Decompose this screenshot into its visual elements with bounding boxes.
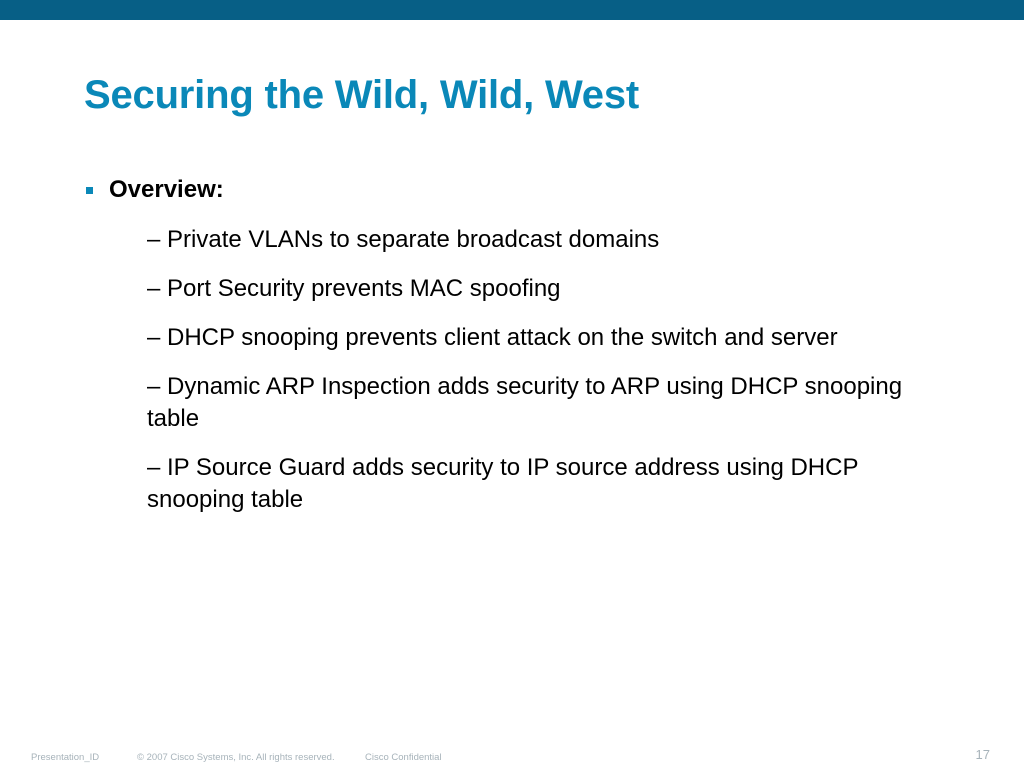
slide-title: Securing the Wild, Wild, West [84, 73, 640, 117]
slide-footer: Presentation_ID © 2007 Cisco Systems, In… [31, 752, 442, 763]
sub-bullet-item: – Dynamic ARP Inspection adds security t… [147, 373, 903, 432]
confidential-label: Cisco Confidential [365, 752, 442, 763]
presentation-id: Presentation_ID [31, 752, 100, 763]
sub-bullet-item: – Private VLANs to separate broadcast do… [147, 226, 660, 253]
square-bullet-icon [86, 187, 93, 194]
sub-bullet-item: – Port Security prevents MAC spoofing [147, 275, 561, 302]
top-header-bar [0, 0, 1024, 20]
sub-bullet-item: – DHCP snooping prevents client attack o… [147, 324, 838, 351]
sub-bullet-item: – IP Source Guard adds security to IP so… [147, 454, 859, 513]
overview-bullet: Overview: [86, 176, 224, 204]
sub-bullet-list: – Private VLANs to separate broadcast do… [147, 224, 937, 533]
bullet-heading: Overview: [109, 176, 224, 203]
page-number: 17 [975, 747, 990, 762]
copyright-notice: © 2007 Cisco Systems, Inc. All rights re… [137, 752, 335, 763]
